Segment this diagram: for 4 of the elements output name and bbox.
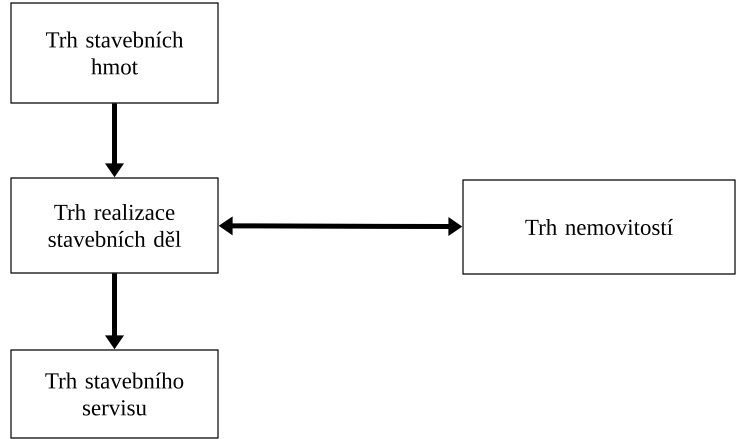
box: Trh stavebního servisu xyxy=(10,349,219,439)
box: Trh realizace stavebních děl xyxy=(10,177,219,274)
box: Trh nemovitostí xyxy=(462,179,736,275)
box: Trh stavebních hmot xyxy=(10,2,219,104)
